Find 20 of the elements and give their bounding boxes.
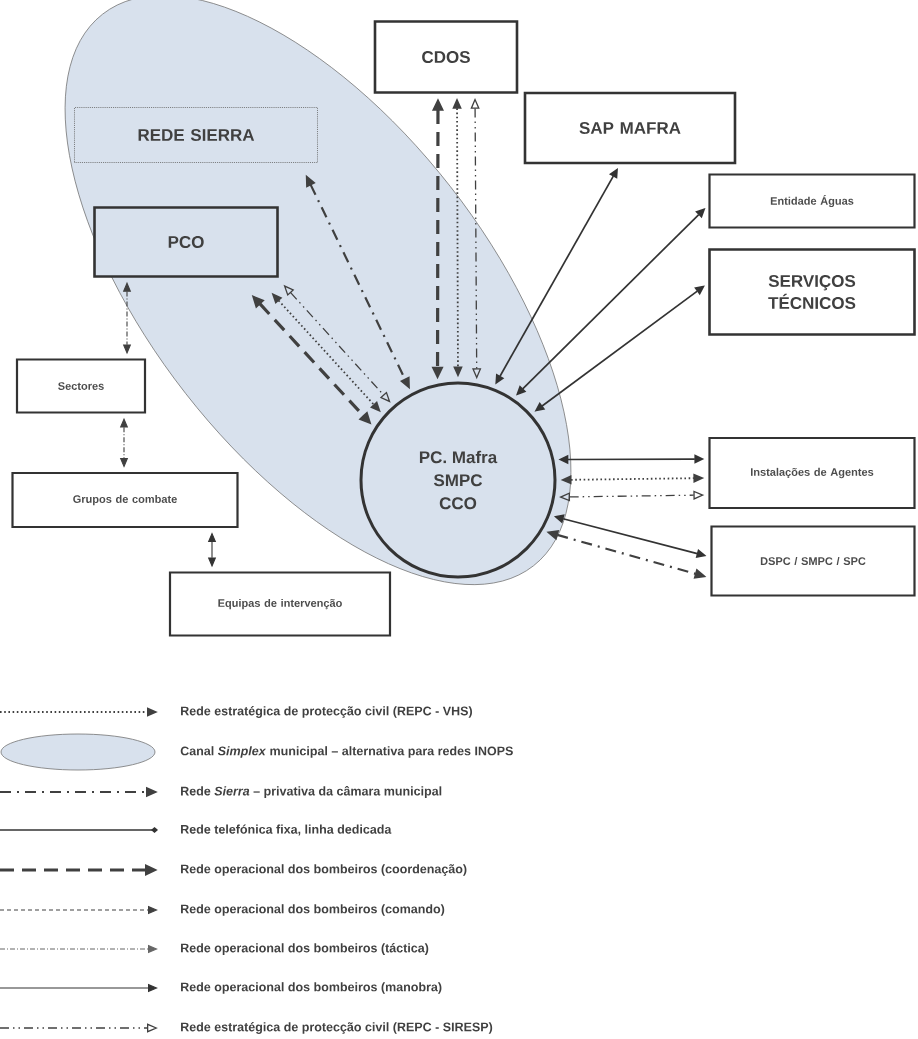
station-box: Equipas de intervenção (168, 571, 392, 637)
legend-text: Rede operacional dos bombeiros (táctica) (181, 943, 429, 955)
station-box: PCO (93, 206, 279, 278)
network-box: REDE SIERRA (74, 107, 318, 163)
legend-text: Canal Simplex municipal – alternativa para redes INOPS (180, 746, 513, 758)
station-box: SERVIÇOS TÉCNICOS (708, 248, 916, 336)
station-box: DSPC / SMPC / SPC (710, 525, 916, 597)
legend-text: Rede Sierra – privativa da câmara municipal (181, 786, 442, 798)
legend-text: Rede operacional dos bombeiros (coordenação) (181, 864, 467, 876)
legend-text: Rede operacional dos bombeiros (manobra) (181, 982, 442, 994)
station-box: SAP MAFRA (523, 91, 737, 165)
station-box: Instalações de Agentes (708, 436, 916, 510)
legend-text: Rede operacional dos bombeiros (comando) (181, 904, 445, 916)
station-box: Entidade Águas (708, 173, 916, 229)
station-box: Sectores (15, 358, 147, 414)
legend-text: Rede estratégica de protecção civil (REPC - VHS) (181, 706, 472, 718)
station-box: CDOS (373, 20, 519, 94)
station-box: Grupos de combate (11, 471, 239, 529)
legend-text: Rede telefónica fixa, linha dedicada (181, 824, 392, 836)
legend-text: Rede estratégica de protecção civil (REPC - SIRESP) (181, 1022, 493, 1034)
